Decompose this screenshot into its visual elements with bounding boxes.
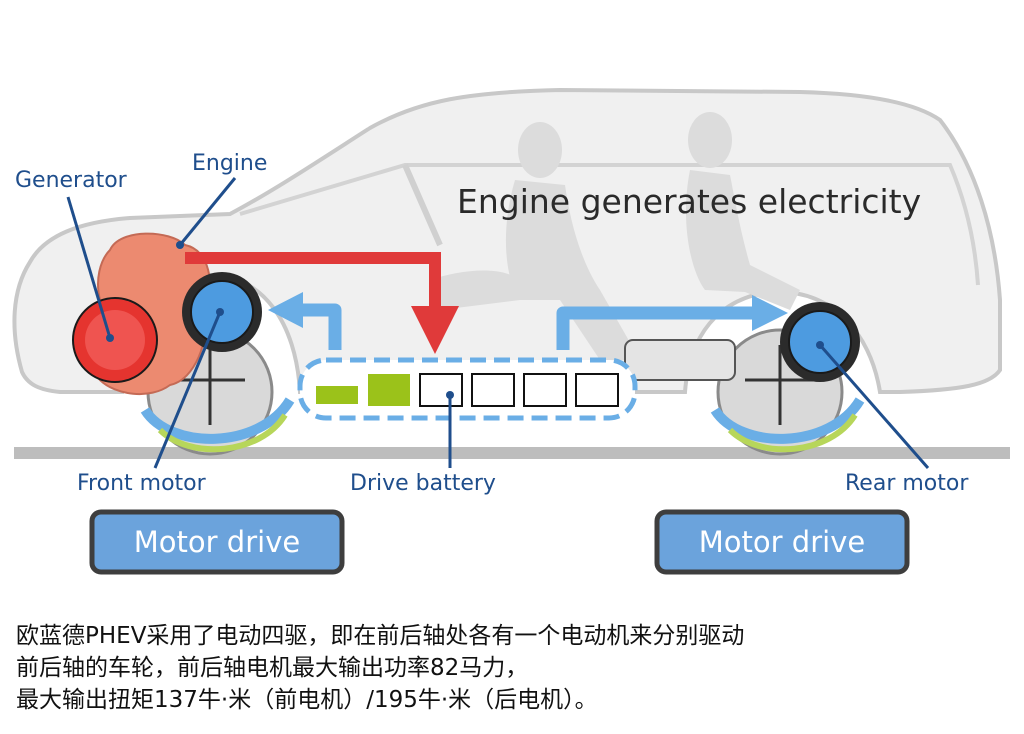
caption-line-1: 欧蓝德PHEV采用了电动四驱，即在前后轴处各有一个电动机来分别驱动 [16, 623, 745, 649]
motor-drive-button-front: Motor drive [89, 509, 345, 575]
caption-line-2: 前后轴的车轮，前后轴电机最大输出功率82马力， [16, 655, 529, 681]
caption-line-3: 最大输出扭矩137牛·米（前电机）/195牛·米（后电机）。 [16, 687, 598, 713]
label-rear-motor: Rear motor [845, 471, 969, 496]
motor-drive-label-rear: Motor drive [699, 525, 865, 559]
drive-battery [297, 357, 638, 421]
label-drive-battery: Drive battery [350, 471, 496, 496]
motor-drive-button-rear: Motor drive [654, 509, 910, 575]
red-flow-arrow [185, 252, 459, 354]
front-wheel-arrow-green [157, 413, 288, 453]
passenger-rear [685, 112, 800, 310]
label-front-motor: Front motor [77, 471, 207, 496]
battery-cell-1 [316, 386, 358, 404]
front-axle-gear [175, 345, 245, 425]
battery-cell-6 [575, 373, 619, 407]
battery-cell-3 [419, 373, 463, 407]
window-line [239, 163, 980, 286]
battery-cell-4 [471, 373, 515, 407]
battery-cell-5 [523, 373, 567, 407]
rear-drivetrain [624, 339, 736, 381]
label-generator: Generator [15, 168, 128, 193]
rear-wheel-arrow-blue [710, 397, 865, 444]
headline-text: Engine generates electricity [457, 182, 921, 221]
blue-arrow-front [268, 292, 342, 350]
caption-text: 欧蓝德PHEV采用了电动四驱，即在前后轴处各有一个电动机来分别驱动 前后轴的车轮… [16, 620, 1006, 716]
motor-drive-label-front: Motor drive [134, 525, 300, 559]
label-engine: Engine [192, 151, 267, 176]
front-wheel-arrow-blue [140, 397, 295, 444]
rear-wheel-arrow-green [727, 413, 858, 453]
battery-cell-2 [368, 374, 410, 406]
blue-arrow-rear [556, 295, 788, 350]
rear-axle-gear [745, 345, 815, 425]
pillar-line [402, 163, 443, 247]
leader-dots [106, 241, 824, 399]
generator-shape [72, 297, 158, 383]
leader-lines [66, 177, 930, 469]
powertrain-diagram: Engine generates electricity Generator E… [12, 87, 1010, 575]
